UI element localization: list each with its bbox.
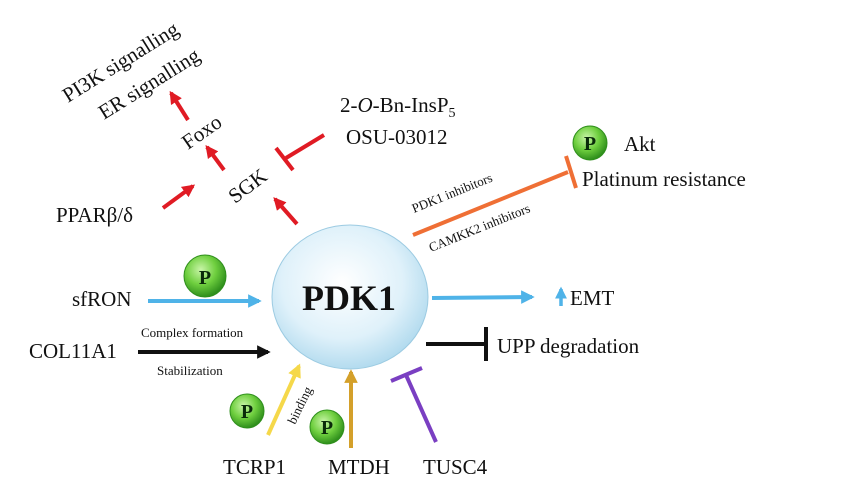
phospho-badge-akt bbox=[572, 125, 608, 161]
inhibit-bar-sgk bbox=[274, 146, 295, 172]
sfron-label: sfRON bbox=[72, 287, 132, 311]
inhibit-bar-tusc4 bbox=[390, 366, 423, 383]
inhibitor-osu03012-label: OSU-03012 bbox=[346, 125, 448, 149]
arrow-pdk1-to-emt bbox=[431, 290, 535, 304]
sgk-label: SGK bbox=[224, 164, 272, 208]
inhibitor-insp5-label: 2-O-Bn-InsP5 bbox=[340, 93, 456, 121]
phospho-badge-akt-text: P bbox=[584, 133, 596, 155]
phospho-badge-mtdh-text: P bbox=[321, 417, 333, 439]
inhibit-line-sgk bbox=[284, 133, 326, 160]
platinum-resistance-label: Platinum resistance bbox=[582, 167, 746, 191]
arrow-pdk1-to-sgk bbox=[273, 197, 299, 226]
tcrp1-label: TCRP1 bbox=[223, 455, 286, 479]
complex-formation-label: Complex formation bbox=[141, 325, 244, 340]
inhibit-bar-akt bbox=[564, 155, 578, 189]
phospho-badge-tcrp1 bbox=[229, 393, 265, 429]
mtdh-label: MTDH bbox=[328, 455, 390, 479]
akt-label: Akt bbox=[624, 132, 656, 156]
phospho-badge-sfron-text: P bbox=[199, 267, 211, 289]
ppar-label: PPARβ/δ bbox=[56, 203, 133, 227]
emt-label: EMT bbox=[570, 286, 615, 310]
phospho-badge-sfron bbox=[183, 254, 227, 298]
inhibit-line-tusc4 bbox=[404, 374, 438, 443]
tusc4-label: TUSC4 bbox=[423, 455, 488, 479]
phospho-badge-tcrp1-text: P bbox=[241, 401, 253, 423]
inhibit-line-akt bbox=[412, 170, 569, 237]
col11a1-label: COL11A1 bbox=[29, 339, 117, 363]
phospho-badge-mtdh bbox=[309, 409, 345, 445]
arrow-tcrp1-to-pdk1 bbox=[266, 363, 301, 436]
pdk1-hub bbox=[271, 224, 429, 370]
upp-degradation-label: UPP degradation bbox=[497, 334, 640, 358]
stabilization-label: Stabilization bbox=[157, 363, 223, 378]
pdk1-label: PDK1 bbox=[302, 278, 396, 318]
arrow-sgk-to-foxo bbox=[205, 144, 226, 172]
arrow-ppar-to-sgk bbox=[161, 184, 196, 210]
arrow-foxo-to-signalling bbox=[169, 90, 190, 122]
